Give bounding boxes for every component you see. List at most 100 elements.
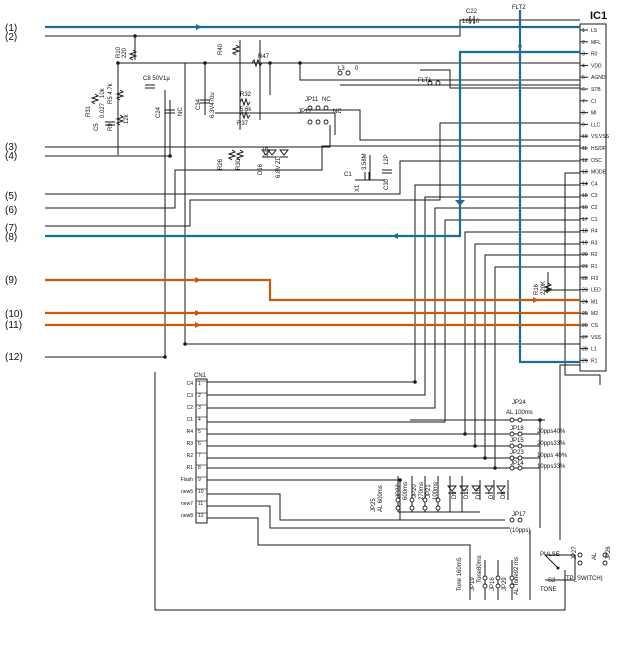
c22-value: 16V10 [462,19,480,25]
d10-symbol [470,485,482,494]
cn1-pin-number: 5 [198,429,201,435]
ic1-pin-name: LS [591,28,598,34]
jp27-label: JP27 [572,546,578,560]
d7-symbol [483,485,495,494]
c24-label: C24 [156,106,162,118]
net-label-4: (4) [5,151,17,162]
r31-value: 10k [100,87,106,98]
c24-symbol [165,109,175,114]
ic1-pin-number: 27 [582,335,588,341]
c5-label: C5 [94,123,100,131]
ic1-pin-number: 19 [582,240,588,246]
r9-label: R9 [108,123,114,131]
x1-value: 3.58M [362,153,368,170]
pps10-33-label: 10pps33% [537,464,566,470]
ic1-pin-name: LLC [591,122,601,128]
ic1-pin-name: C3 [591,193,598,199]
pps20-40-label: 20pps40% [537,429,566,435]
cn1-pin-name: R1 [187,465,194,471]
r10-symbol [128,49,138,61]
orange-nets [45,277,580,328]
ic1-pin-name: R1 [591,358,598,364]
r40-symbol [231,44,241,56]
ic1-pin-number: 24 [582,299,588,305]
jp25-label: JP25 [371,498,377,512]
net-labels: (1) (2) (3) (4) (5) (6) (7) (8) (9) (10)… [5,23,23,363]
ic1-pin-number: 28 [582,347,588,353]
r26-symbol [227,149,237,161]
ic1-pin-name: R2 [591,252,598,258]
pulse-label: PULSE [540,552,560,558]
jp12-label: JP12 [298,109,312,115]
cn1-pin-name: C3 [187,393,194,399]
ic1-pin-number: 11 [582,146,587,152]
r30-label: R30 [236,158,242,170]
net-label-7: (7) [5,223,17,234]
ic1-pin-name: R0 [591,52,598,58]
jp24-label: JP24 [512,400,526,406]
al100-label: AL 100ms [506,410,533,416]
r32-label: R32 [240,92,252,98]
ms100-label: 100ms [433,482,439,500]
jp11-nc: NC [322,97,331,103]
net-label-5: (5) [5,191,17,202]
flt2-label: FLT2 [512,5,526,11]
ic1-pin-number: 29 [582,358,588,364]
c24-value: NC [178,107,184,116]
cn1-body [195,378,208,524]
jp12-nc: NC [333,109,342,115]
ic1-pin-number: 14 [582,181,588,187]
ic1-pin-name: CI [591,99,596,105]
pps10-label: (10pps) [510,528,530,534]
blue-nets [45,10,580,364]
cn1-pin-number: 12 [198,513,204,519]
ic1-pin-name: VSS [591,335,602,341]
cn1-pin-number: 7 [198,453,201,459]
r10-value: 220 [122,47,128,58]
pps10-40-label: 10pps 40% [537,453,568,459]
cn1-pin-number: 3 [198,405,201,411]
d10-label: D10 [476,487,482,499]
net-label-1: (1) [5,23,17,34]
c8-label: C8 50V1µ [143,76,170,82]
ic1-pin-number: 21 [582,264,588,270]
jp19-label: JP19 [470,577,476,591]
component-symbols [90,16,608,589]
r37-symbol [239,110,251,120]
s2-label: S2 [548,578,556,584]
ic1-pin-name: CS [591,323,599,329]
d8-symbol [495,485,507,494]
cn1-pin-name: R3 [187,441,194,447]
cn1-pin-number: 10 [198,489,204,495]
component-labels: C22 16V10 FLT2 FLT1 R10 220 R40 R47 L3 0… [86,5,612,595]
r16-label: R16 [534,283,540,295]
tone-label: TONE [540,587,557,593]
cn1-pin-name: C1 [187,417,194,423]
ic1-pin-number: 9 [582,122,585,128]
ic1-pin-number: 20 [582,252,588,258]
cn1-pin-name: new8 [181,513,193,519]
ic1-pin-name: MI [591,111,597,117]
r47-label: R47 [258,54,270,60]
r47-symbol [251,58,263,68]
ic1-pin-name: MODE [591,170,607,176]
r16-symbol [543,282,553,294]
d15-label: D15 [264,146,270,158]
d7-label: D7 [489,491,495,499]
zener-symbol [278,149,290,158]
cn1-pin-name: new7 [181,501,193,507]
al-tone-label: AL Tone92 ms [514,557,520,595]
ic1-pin-number: 8 [582,111,585,117]
ic1-pin-number: 12 [582,158,588,164]
ms600-label: 600ms [403,482,409,500]
l3-label: L3 [338,66,345,72]
al-label: AL [592,552,598,560]
cn1-pin-name: R4 [187,429,194,435]
jp14-label: JP14 [510,461,524,467]
x1-symbol [364,172,370,180]
pps20-33-label: 20pps33% [537,441,566,447]
jp26-label: JP26 [606,546,612,560]
c22-symbol [469,16,475,24]
ic1-pin-number: 26 [582,323,588,329]
